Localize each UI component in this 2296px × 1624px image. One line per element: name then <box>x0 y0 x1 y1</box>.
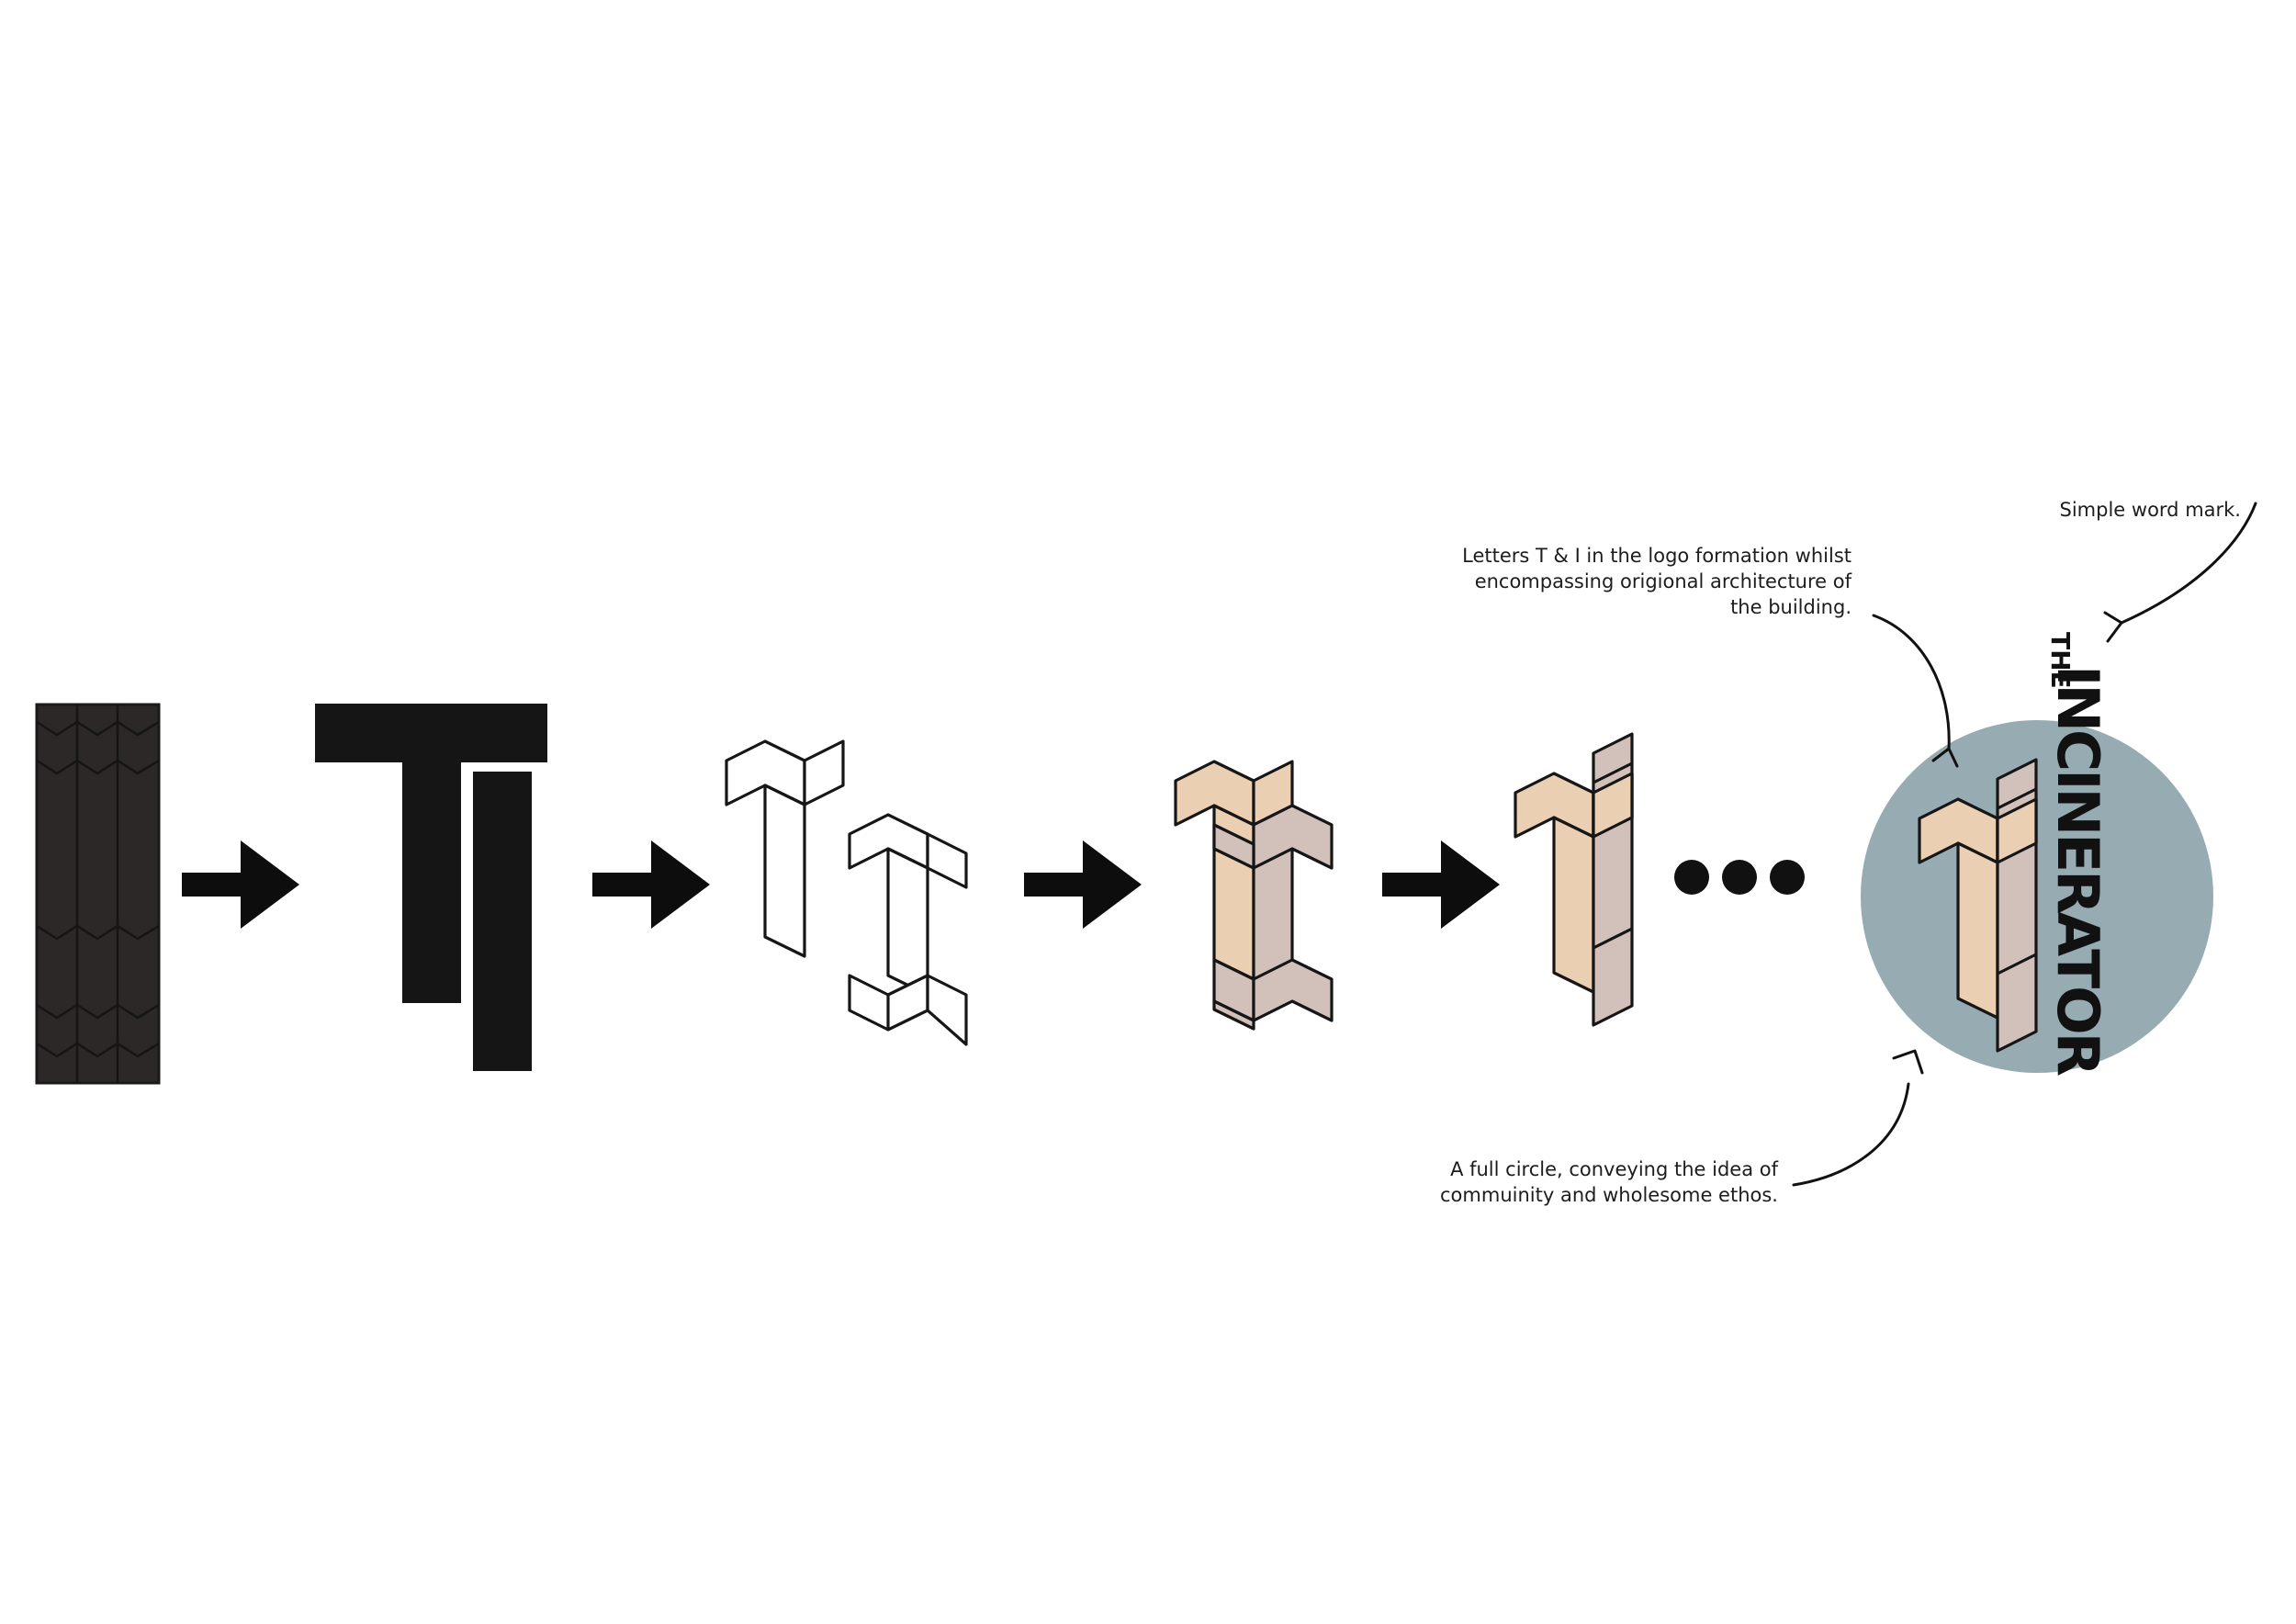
letters-note: Letters T & I in the logo formation whil… <box>1350 543 1851 620</box>
arrow-right-icon <box>1024 840 1142 929</box>
arrow-right-icon <box>182 840 299 929</box>
circle-note: A full circle, conveying the idea of com… <box>1313 1156 1778 1208</box>
ellipsis-icon <box>1674 860 1805 895</box>
ti-merged-icon <box>1514 732 1634 1027</box>
wordmark-note: Simple word mark. <box>1892 497 2241 523</box>
wordmark-note-line: Simple word mark. <box>2059 499 2241 521</box>
final-logo-icon <box>1861 720 2213 1073</box>
circle-note-line: A full circle, conveying the idea of <box>1450 1158 1778 1180</box>
wordmark-incinerator: INCINERATOR <box>2044 665 2111 1074</box>
incinerator-wordmark: THE INCINERATOR <box>2044 632 2111 1150</box>
arrow-right-icon <box>592 840 710 929</box>
letters-note-line: Letters T & I in the logo formation whil… <box>1462 545 1851 567</box>
ti-outline-icon <box>725 739 968 1046</box>
letters-note-line: encompassing origional architecture of <box>1474 570 1851 592</box>
tower-icon <box>35 703 161 1085</box>
letters-note-line: the building. <box>1730 596 1851 618</box>
circle-note-line: commuinity and wholesome ethos. <box>1440 1184 1778 1206</box>
arrow-right-icon <box>1382 840 1500 929</box>
ti-colored-icon <box>1174 760 1334 1031</box>
annotation-arrows <box>1792 502 2257 1187</box>
ti-block-letters-icon <box>315 704 547 1071</box>
